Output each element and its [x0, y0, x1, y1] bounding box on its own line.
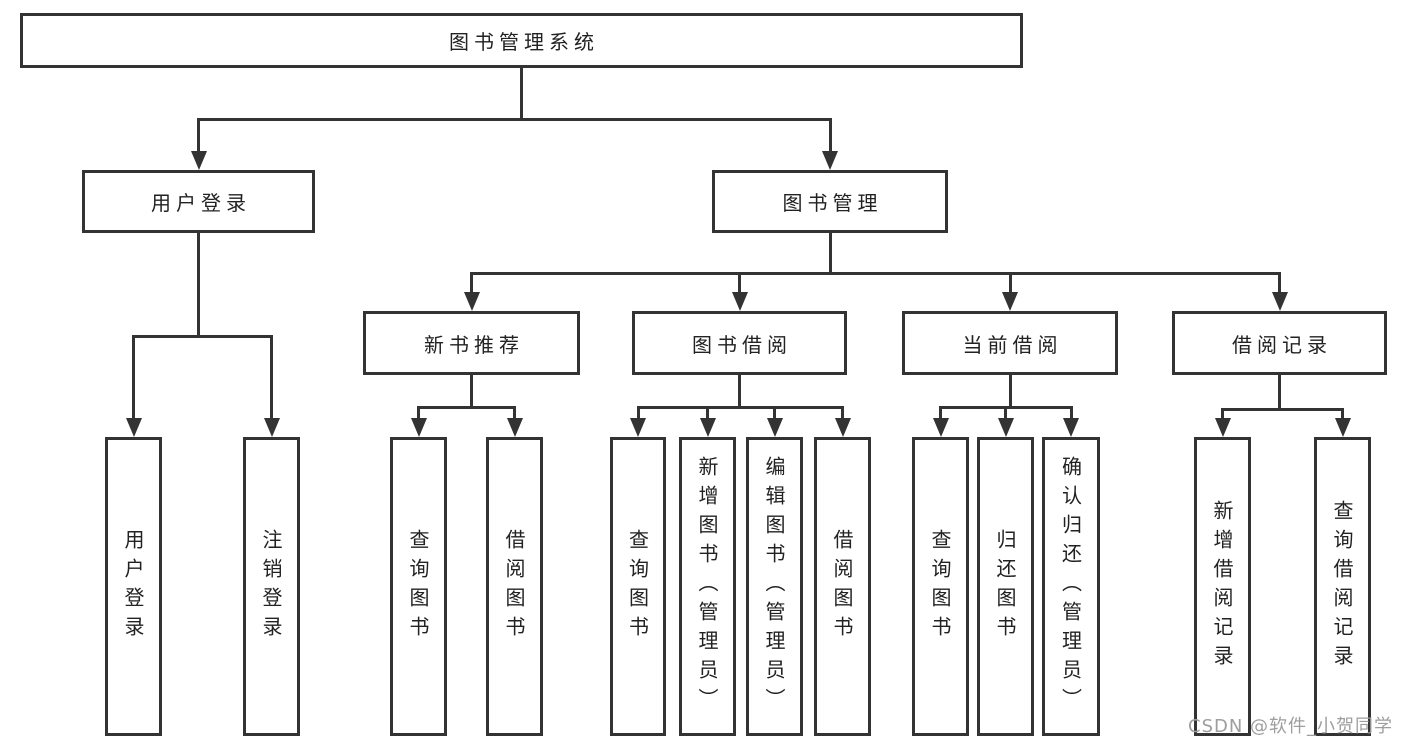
connector-shaft-user-login-leaf-logout	[270, 335, 273, 425]
arrow-down-icon	[1002, 292, 1018, 311]
arrow-down-icon	[190, 151, 207, 170]
node-label-leaf-cb-return-book: 归还图书	[993, 528, 1017, 645]
node-label-leaf-logout: 注销登录	[259, 528, 283, 645]
arrow-down-icon	[997, 418, 1014, 437]
node-label-leaf-br-add-record: 新增借阅记录	[1210, 499, 1234, 674]
connector-branch-root	[197, 118, 832, 121]
node-leaf-nbr-borrow-book: 借阅图书	[486, 437, 543, 736]
node-label-new-book-rec: 新书推荐	[424, 332, 524, 357]
node-label-leaf-nbr-query-book: 查询图书	[406, 528, 430, 645]
node-label-book-mgmt: 图书管理	[782, 191, 883, 215]
arrow-down-icon	[699, 418, 716, 437]
connector-stem-user-login	[197, 233, 200, 338]
node-label-leaf-cb-query-book: 查询图书	[928, 528, 952, 645]
arrow-down-icon	[1334, 418, 1351, 437]
node-leaf-cb-query-book: 查询图书	[912, 437, 969, 736]
node-leaf-bb-query-book: 查询图书	[610, 437, 666, 736]
node-label-root: 图书管理系统	[449, 30, 599, 54]
connector-shaft-new-book-rec-leaf-nbr-query-book	[417, 406, 420, 425]
arrow-down-icon	[1063, 418, 1079, 437]
arrow-down-icon	[1214, 418, 1231, 437]
node-new-book-rec: 新书推荐	[363, 311, 580, 375]
node-leaf-bb-borrow-book: 借阅图书	[814, 437, 871, 736]
connector-shaft-borrow-record-leaf-br-add-record	[1221, 408, 1224, 425]
connector-stem-book-borrow	[738, 375, 741, 409]
connector-shaft-root-book-mgmt	[828, 118, 832, 158]
node-root: 图书管理系统	[20, 13, 1023, 68]
arrow-down-icon	[932, 418, 949, 437]
node-leaf-user-login: 用户登录	[105, 437, 162, 736]
node-book-borrow: 图书借阅	[632, 311, 847, 375]
connector-shaft-new-book-rec-leaf-nbr-borrow-book	[513, 406, 516, 425]
node-label-book-borrow: 图书借阅	[692, 332, 792, 357]
node-leaf-bb-edit-book: 编辑图书（管理员）	[746, 437, 803, 736]
watermark: CSDN @软件_小贺同学	[1188, 716, 1394, 737]
connector-shaft-current-borrow-leaf-cb-query-book	[939, 406, 942, 425]
connector-shaft-book-mgmt-borrow-record	[1278, 272, 1281, 299]
connector-shaft-book-mgmt-book-borrow	[738, 272, 741, 299]
arrow-down-icon	[506, 418, 523, 437]
node-leaf-br-query-record: 查询借阅记录	[1314, 437, 1371, 736]
node-leaf-logout: 注销登录	[243, 437, 300, 736]
connector-stem-book-mgmt	[828, 233, 832, 275]
node-leaf-cb-confirm-return: 确认归还（管理员）	[1042, 437, 1100, 736]
connector-shaft-book-borrow-leaf-bb-borrow-book	[841, 406, 844, 425]
node-label-leaf-nbr-borrow-book: 借阅图书	[502, 528, 526, 645]
connector-shaft-current-borrow-leaf-cb-confirm-return	[1069, 406, 1073, 425]
node-leaf-nbr-query-book: 查询图书	[390, 437, 447, 736]
connector-branch-book-mgmt	[470, 272, 1281, 275]
connector-shaft-book-borrow-leaf-bb-edit-book	[773, 406, 776, 425]
node-label-leaf-cb-confirm-return: 确认归还（管理员）	[1058, 456, 1083, 717]
node-borrow-record: 借阅记录	[1172, 311, 1387, 375]
node-label-leaf-user-login: 用户登录	[121, 528, 145, 645]
node-label-leaf-bb-edit-book: 编辑图书（管理员）	[762, 456, 786, 717]
arrow-down-icon	[822, 151, 838, 170]
connector-stem-current-borrow	[1008, 375, 1012, 409]
connector-shaft-book-mgmt-new-book-rec	[470, 272, 473, 299]
connector-shaft-root-user-login	[197, 118, 200, 158]
node-label-current-borrow: 当前借阅	[962, 332, 1063, 357]
node-label-leaf-br-query-record: 查询借阅记录	[1330, 499, 1354, 674]
connector-shaft-user-login-leaf-user-login	[132, 335, 135, 425]
node-label-borrow-record: 借阅记录	[1232, 332, 1332, 357]
arrow-down-icon	[1271, 292, 1288, 311]
connector-shaft-book-borrow-leaf-bb-query-book	[636, 406, 640, 425]
connector-shaft-borrow-record-leaf-br-query-record	[1341, 408, 1344, 425]
connector-shaft-book-mgmt-current-borrow	[1008, 272, 1012, 299]
connector-branch-user-login	[132, 335, 273, 338]
node-label-user-login: 用户登录	[151, 191, 251, 215]
connector-shaft-current-borrow-leaf-cb-return-book	[1004, 406, 1007, 425]
connector-branch-book-borrow	[636, 406, 844, 409]
arrow-down-icon	[125, 418, 142, 437]
node-leaf-cb-return-book: 归还图书	[977, 437, 1034, 736]
connector-branch-new-book-rec	[417, 406, 516, 409]
connector-stem-root	[520, 68, 523, 121]
arrow-down-icon	[834, 418, 851, 437]
node-current-borrow: 当前借阅	[902, 311, 1118, 375]
arrow-down-icon	[731, 292, 748, 311]
connector-branch-borrow-record	[1221, 408, 1344, 411]
node-label-leaf-bb-add-book: 新增图书（管理员）	[695, 456, 719, 717]
node-book-mgmt: 图书管理	[712, 170, 948, 233]
connector-shaft-book-borrow-leaf-bb-add-book	[706, 406, 709, 425]
connector-stem-new-book-rec	[470, 375, 473, 409]
arrow-down-icon	[766, 418, 783, 437]
arrow-down-icon	[463, 292, 480, 311]
arrow-down-icon	[263, 418, 280, 437]
node-label-leaf-bb-query-book: 查询图书	[625, 528, 650, 645]
node-leaf-bb-add-book: 新增图书（管理员）	[679, 437, 736, 736]
arrow-down-icon	[630, 418, 646, 437]
node-leaf-br-add-record: 新增借阅记录	[1194, 437, 1251, 736]
node-user-login: 用户登录	[82, 170, 315, 233]
node-label-leaf-bb-borrow-book: 借阅图书	[830, 528, 854, 645]
arrow-down-icon	[410, 418, 427, 437]
connector-stem-borrow-record	[1278, 375, 1281, 411]
